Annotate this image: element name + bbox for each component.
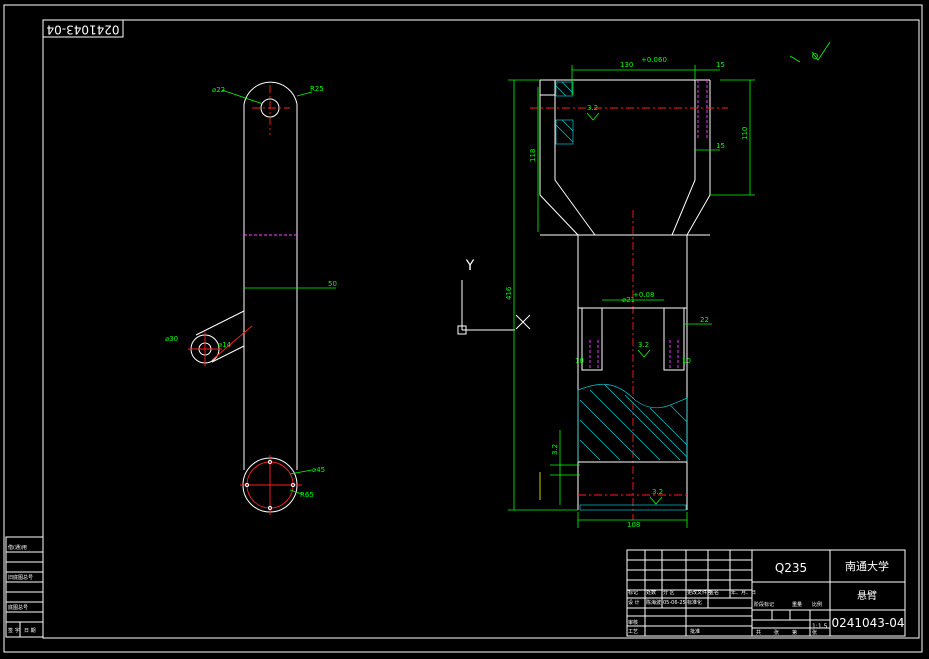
dim-lug: 22 bbox=[700, 316, 709, 324]
dim-slot: ⌀21 bbox=[622, 296, 635, 304]
svg-text:旧底图总号: 旧底图总号 bbox=[8, 574, 33, 581]
svg-text:第: 第 bbox=[792, 629, 797, 636]
roughness-mark-2: 3.2 bbox=[637, 341, 651, 358]
roughness-mark-3: 3.2 bbox=[649, 488, 663, 505]
dim-top-bore: ⌀22 bbox=[212, 86, 225, 94]
left-view: 50 ⌀22 R25 ⌀30 ⌀14 ⌀45 R65 bbox=[165, 81, 337, 515]
flipped-drawing-number: 0241043-04 bbox=[46, 23, 119, 37]
dim-total: 416 bbox=[505, 286, 513, 300]
dim-height-left: 118 bbox=[529, 149, 537, 162]
svg-text:05-06-25: 05-06-25 bbox=[663, 600, 686, 606]
dim-wall-mid: 15 bbox=[716, 142, 725, 150]
svg-text:日 期: 日 期 bbox=[24, 628, 36, 634]
dim-lug-right: 10 bbox=[682, 357, 691, 365]
dim-bottom-radius: R65 bbox=[300, 491, 314, 499]
general-roughness-symbol: 悬臂 bbox=[789, 41, 831, 63]
svg-text:签名: 签名 bbox=[709, 589, 719, 596]
svg-text:批准: 批准 bbox=[690, 628, 700, 635]
svg-text:工艺: 工艺 bbox=[628, 629, 638, 635]
svg-text:借(通)用: 借(通)用 bbox=[8, 544, 27, 551]
svg-text:共: 共 bbox=[756, 629, 761, 636]
dim-bottom-width: 108 bbox=[627, 521, 640, 529]
ucs-icon: Y bbox=[457, 258, 531, 335]
dim-height-right: 110 bbox=[741, 127, 749, 140]
dim-lug-left: 10 bbox=[575, 357, 584, 365]
svg-text:年、月、日: 年、月、日 bbox=[731, 589, 756, 596]
svg-text:签 字: 签 字 bbox=[8, 627, 20, 634]
part-name: 悬臂 bbox=[857, 589, 877, 602]
drawing-number: 0241043-04 bbox=[831, 616, 904, 630]
side-panel: 借(通)用 旧底图总号 底图总号 签 字 日 期 bbox=[5, 536, 44, 638]
svg-text:标记: 标记 bbox=[628, 589, 638, 596]
dim-width: 50 bbox=[328, 280, 337, 288]
dim-top-radius: R25 bbox=[310, 85, 324, 93]
svg-text:更改文件号: 更改文件号 bbox=[687, 589, 712, 596]
svg-text:3.2: 3.2 bbox=[638, 341, 649, 349]
school-name: 南通大学 bbox=[845, 559, 889, 573]
dim-side-bore: ⌀14 bbox=[218, 341, 232, 349]
svg-text:阶段标记: 阶段标记 bbox=[754, 601, 774, 608]
title-block: Q235 南通大学 悬臂 0241043-04 1:1.5 标记 处数 分 区 … bbox=[626, 549, 906, 637]
roughness-mark-1: 3.2 bbox=[586, 104, 600, 121]
svg-text:标准化: 标准化 bbox=[687, 599, 702, 606]
dim-wall-top: 15 bbox=[716, 61, 725, 69]
dim-top-tol: +0.060 bbox=[641, 56, 667, 64]
svg-text:比例: 比例 bbox=[812, 601, 822, 608]
svg-text:张: 张 bbox=[812, 629, 817, 636]
svg-text:分 区: 分 区 bbox=[663, 589, 675, 596]
dim-top-width: 130 bbox=[620, 61, 633, 69]
svg-text:3.2: 3.2 bbox=[587, 104, 598, 112]
svg-text:张: 张 bbox=[774, 629, 779, 636]
svg-text:陈海波: 陈海波 bbox=[646, 599, 661, 606]
dim-bottom-bore: ⌀45 bbox=[312, 466, 325, 474]
right-view: 130 +0.060 15 15 110 118 416 ⌀21 +0.08 2… bbox=[505, 56, 755, 529]
svg-text:底图总号: 底图总号 bbox=[8, 604, 28, 611]
dim-side-boss: ⌀30 bbox=[165, 335, 178, 343]
material: Q235 bbox=[775, 561, 807, 575]
svg-text:审核: 审核 bbox=[628, 619, 638, 626]
outer-frame bbox=[3, 4, 923, 653]
inner-frame bbox=[42, 19, 920, 639]
dim-bottom-small: 3.2 bbox=[551, 444, 559, 455]
svg-text:3.2: 3.2 bbox=[652, 488, 663, 496]
scale: 1:1.5 bbox=[812, 623, 828, 630]
flipped-number-box bbox=[42, 19, 124, 38]
svg-text:设 计: 设 计 bbox=[628, 599, 640, 606]
svg-text:重量: 重量 bbox=[792, 601, 802, 608]
ucs-y-label: Y bbox=[465, 258, 475, 274]
svg-text:处数: 处数 bbox=[646, 589, 656, 596]
dim-slot-tol: +0.08 bbox=[633, 291, 654, 299]
